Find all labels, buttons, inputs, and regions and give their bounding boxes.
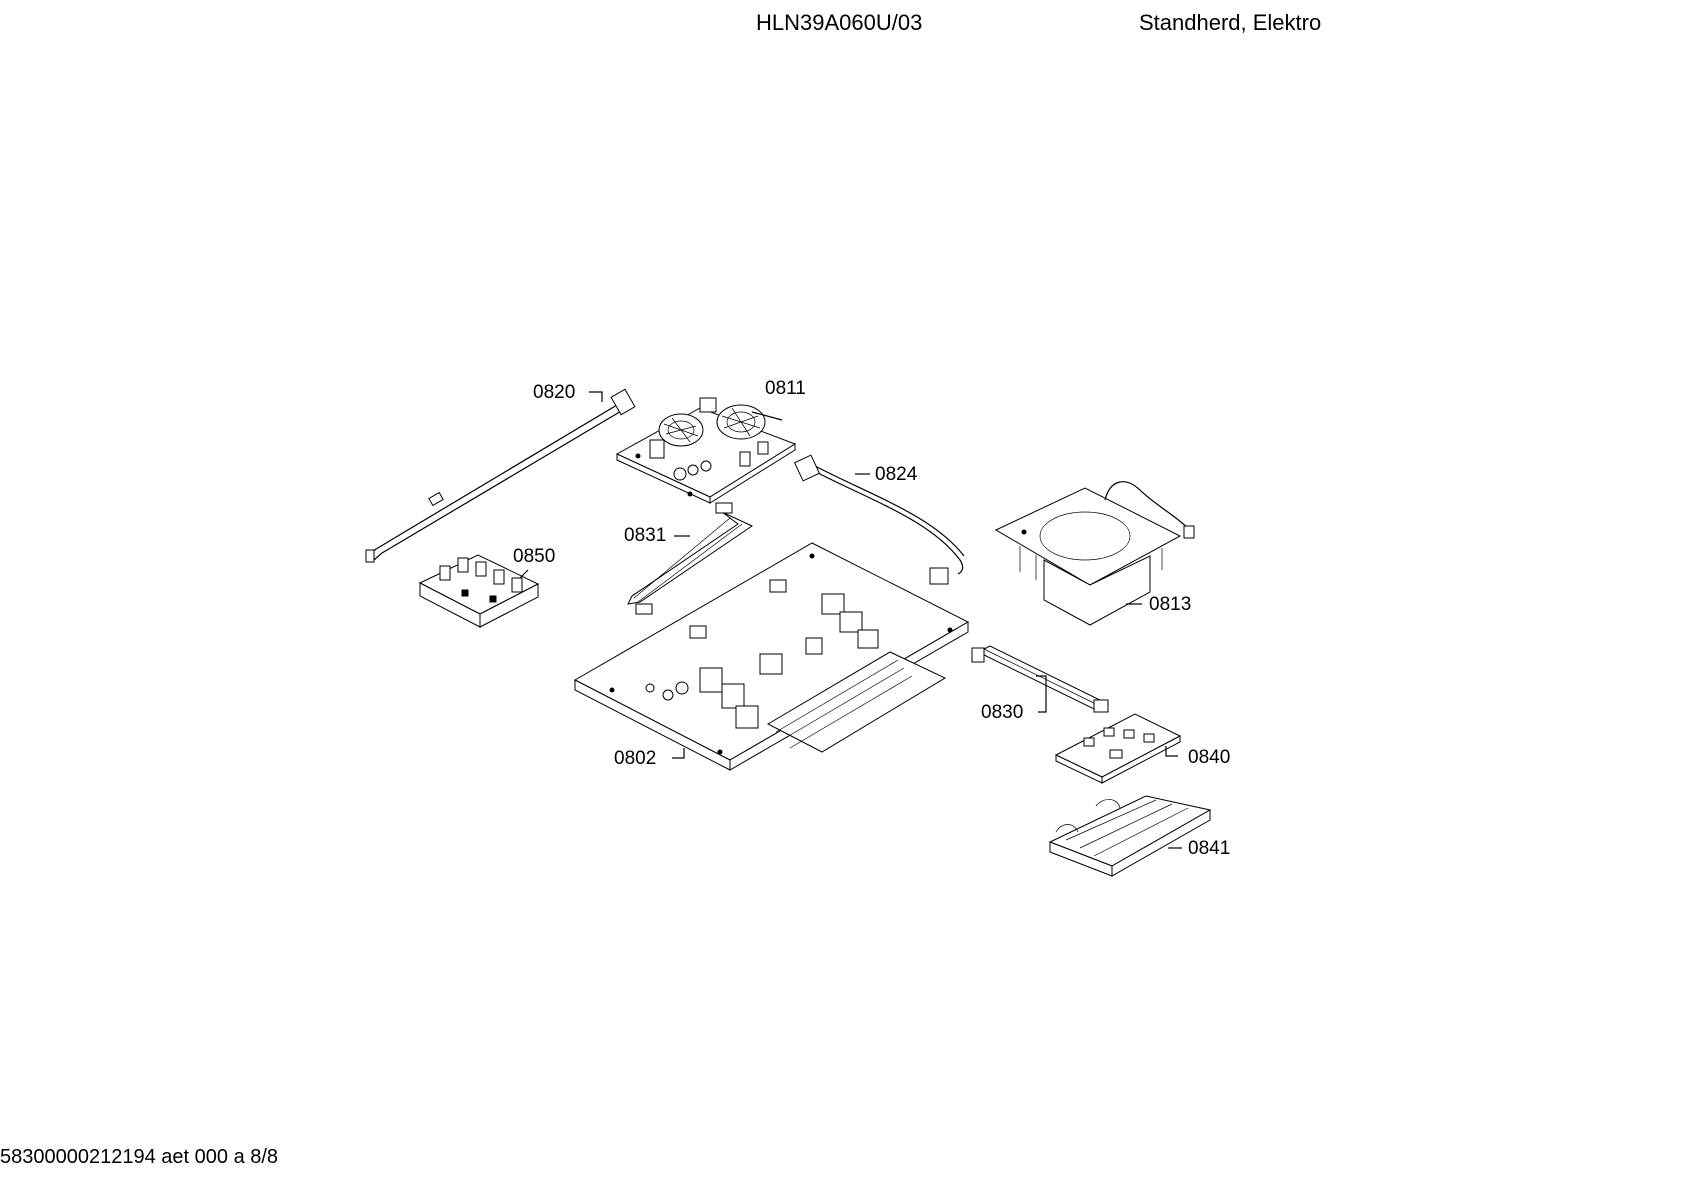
part-0802-main-board[interactable] [573, 542, 970, 771]
part-0813-fan-housing[interactable] [994, 481, 1195, 626]
label-0850: 0850 [513, 546, 555, 567]
label-0840: 0840 [1188, 747, 1230, 768]
callout-0841: 0841 [1168, 838, 1230, 859]
part-0840-control-board[interactable] [1054, 713, 1182, 784]
label-0813: 0813 [1149, 594, 1191, 615]
label-0831: 0831 [624, 525, 666, 546]
part-0830-ribbon-cable[interactable] [971, 645, 1110, 713]
label-0811: 0811 [765, 378, 806, 399]
label-0841: 0841 [1188, 838, 1230, 859]
callout-0824: 0824 [855, 464, 918, 485]
part-0841-board-carrier[interactable] [1048, 795, 1212, 877]
callout-0850: 0850 [513, 546, 555, 579]
part-0820-wire-harness[interactable] [365, 388, 636, 563]
callout-0820: 0820 [533, 382, 603, 403]
callout-0840: 0840 [1165, 746, 1230, 768]
label-0820: 0820 [533, 382, 575, 403]
callout-0811: 0811 [751, 378, 806, 421]
label-0830: 0830 [981, 702, 1023, 723]
callout-0813: 0813 [1126, 594, 1191, 615]
label-0802: 0802 [614, 748, 656, 769]
part-0811-filter-board[interactable] [615, 397, 797, 504]
callout-0830: 0830 [981, 675, 1047, 723]
callout-0831: 0831 [624, 525, 690, 546]
label-0824: 0824 [875, 464, 918, 485]
part-0824-cable[interactable] [793, 454, 965, 585]
model-number: HLN39A060U/03 [756, 10, 923, 35]
appliance-description: Standherd, Elektro [1139, 10, 1322, 35]
part-0850-terminal-block[interactable] [418, 554, 540, 628]
document-code: 58300000212194 aet 000 a 8/8 [0, 1146, 279, 1168]
callout-0802: 0802 [614, 748, 685, 769]
part-0831-ribbon-cable[interactable] [627, 502, 754, 615]
